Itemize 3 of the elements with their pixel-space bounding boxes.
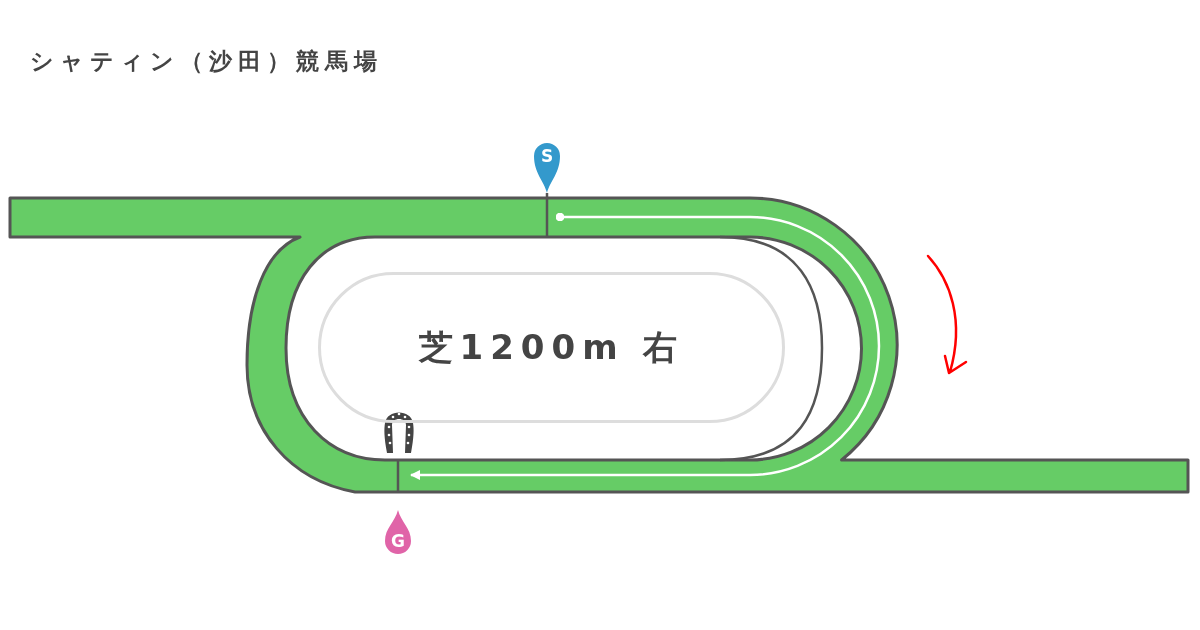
title: シャティン（沙田）競馬場 <box>30 47 383 76</box>
infield-label: 芝1200m 右 <box>318 272 785 423</box>
route-arrow <box>410 212 880 480</box>
